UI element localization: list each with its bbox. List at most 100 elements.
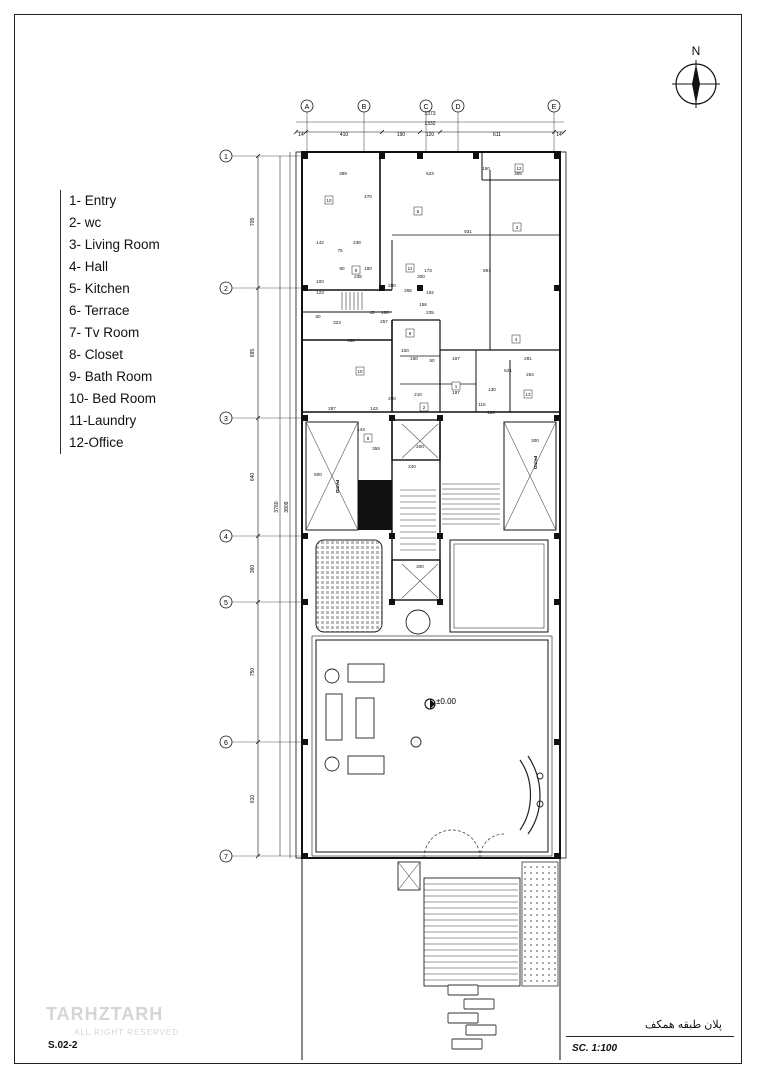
room-tag [405, 263, 415, 273]
grid-bubble-col [357, 99, 371, 113]
dim-text: 611 [493, 132, 501, 138]
room-dim: 265 [404, 288, 412, 293]
room-dim: 100 [316, 279, 324, 284]
room-dim: 281 [524, 356, 532, 361]
drawing-sheet-border [14, 14, 742, 1064]
legend-item: 8- Closet [69, 347, 124, 362]
dim-text: 410 [340, 132, 349, 138]
room-dim: 50 [429, 358, 435, 363]
room-dim: 143 [357, 427, 365, 432]
structural-column [554, 599, 560, 605]
legend-item: 9- Bath Room [69, 369, 153, 384]
structural-column [302, 153, 308, 159]
dim-text: 14 [298, 132, 304, 138]
room-tag-number: 10 [326, 198, 332, 203]
room-dim: 523 [426, 171, 434, 176]
structural-column [302, 533, 308, 539]
structural-column [302, 739, 308, 745]
patio-label-left: PATIO [335, 480, 340, 494]
grid-bubble-row [219, 281, 233, 295]
dim-text: 695 [250, 349, 256, 358]
dim-text: 1332 [424, 121, 435, 127]
grid-label-col: D [455, 104, 460, 111]
dim-text: 3760 [274, 501, 280, 512]
room-dim: 120 [487, 410, 495, 415]
level-marker: ±0.00 [424, 697, 457, 710]
grid-bubble-row [219, 411, 233, 425]
room-dim: 897 [483, 268, 491, 273]
room-tag [512, 222, 522, 232]
room-dim: 123 [316, 290, 324, 295]
room-dim: 480 [347, 338, 355, 343]
room-tag [511, 334, 521, 344]
grid-label-col: E [552, 104, 557, 111]
patio-label-right: PATIO [533, 456, 538, 470]
grid-bubble-row [219, 595, 233, 609]
stone-slab [447, 984, 479, 996]
structural-column [417, 153, 423, 159]
logo-text: TARHZTARH [46, 1004, 164, 1024]
dim-text: 14 [556, 132, 562, 138]
structural-column [302, 853, 308, 859]
room-tag [405, 328, 415, 338]
room-dim: 100 [401, 348, 409, 353]
room-tag [523, 389, 533, 399]
room-dim: 257 [380, 319, 388, 324]
room-tag-number: 2 [423, 405, 426, 410]
room-dim: 621 [504, 368, 512, 373]
room-dim: 192 [426, 290, 434, 295]
room-dim: 300 [416, 564, 424, 569]
dim-text: 1373 [424, 111, 435, 117]
grid-label-row: 7 [224, 854, 228, 861]
room-dim: 365 [514, 171, 522, 176]
structural-column [379, 153, 385, 159]
stone-slab [447, 1012, 479, 1024]
room-dim: 470 [364, 194, 372, 199]
room-dim: 80 [339, 266, 345, 271]
room-dim: 264 [526, 372, 534, 377]
room-dim: 287 [328, 406, 336, 411]
dim-text: 190 [397, 132, 406, 138]
room-tag-number: 8 [367, 436, 370, 441]
room-tag [363, 433, 373, 443]
grid-label-row: 2 [224, 286, 228, 293]
scale-label: SC. 1:100 [566, 1036, 734, 1054]
logo-subtitle: ALL RIGHT RESERVED [74, 1028, 179, 1037]
room-dim: 173 [424, 268, 432, 273]
room-tag-number: 10 [357, 369, 363, 374]
building-walls [295, 151, 567, 1060]
structural-column [554, 853, 560, 859]
room-dim: 43 [369, 310, 375, 315]
room-dim: 75 [337, 248, 343, 253]
structural-column [473, 153, 479, 159]
legend-item: 3- Living Room [69, 237, 160, 252]
room-dim: 359 [372, 446, 380, 451]
structural-column [554, 533, 560, 539]
north-letter: N [691, 44, 701, 58]
room-tag-number: 11 [408, 266, 413, 271]
room-dim: 600 [314, 472, 322, 477]
legend-item: 7- Tv Room [69, 325, 140, 340]
grid-bubble-col [300, 99, 314, 113]
room-dim: 160 [364, 266, 372, 271]
structural-column [554, 739, 560, 745]
dim-text: 120 [426, 132, 435, 138]
room-dim: 238 [354, 274, 362, 279]
grid-label-col: C [423, 104, 428, 111]
room-dim: 197 [452, 390, 460, 395]
room-dim: 250 [388, 396, 396, 401]
legend-item: 11-Laundry [69, 413, 137, 428]
room-dim: 238 [353, 240, 361, 245]
grid-bubble-col [547, 99, 561, 113]
dim-text: 610 [250, 795, 256, 804]
stone-slab [465, 1024, 497, 1036]
room-tag [419, 402, 429, 412]
structural-column [437, 415, 443, 421]
dim-text: 750 [250, 668, 256, 677]
stair-core [315, 292, 521, 987]
room-tag-number: 5 [417, 209, 420, 214]
